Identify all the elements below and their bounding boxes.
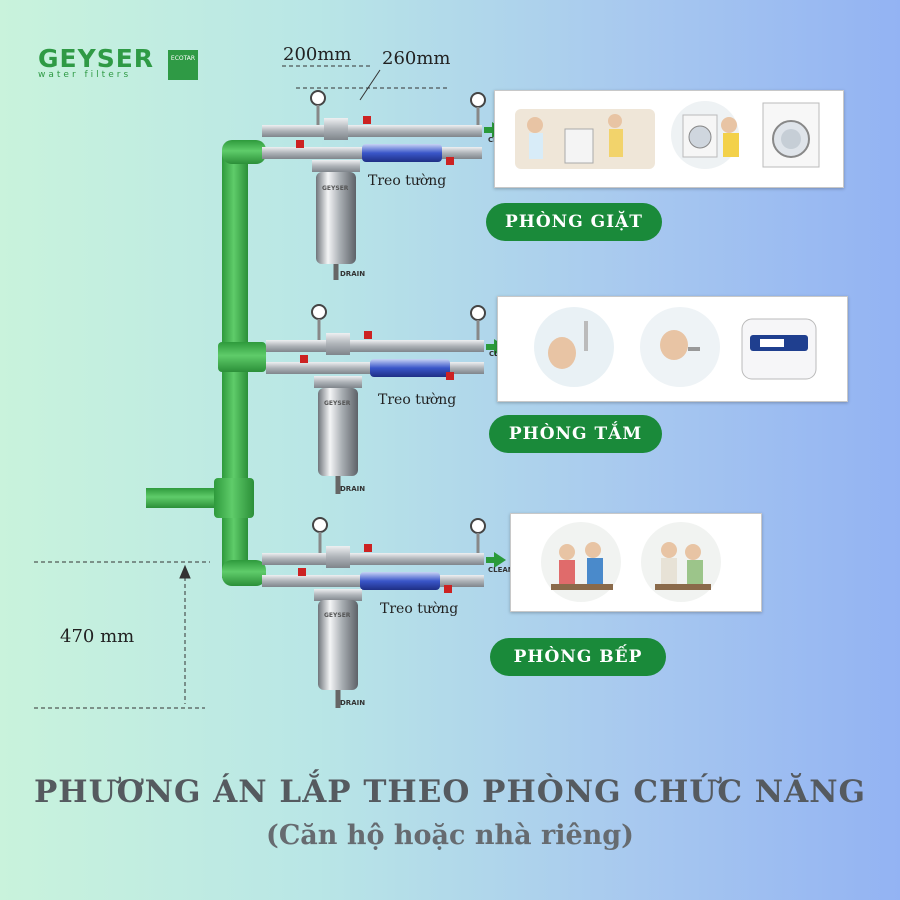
room-badge-laundry: PHÒNG GIẶT: [486, 203, 662, 241]
brand-name: GEYSER: [38, 44, 155, 73]
filter-marking: GEYSER: [324, 612, 351, 619]
drain-label: DRAIN: [340, 699, 366, 707]
room-badge-kitchen: PHÒNG BẾP: [490, 638, 666, 676]
bathroom-photo-panel: [497, 296, 848, 402]
clean-outlet-label: CLEAN: [488, 566, 514, 574]
laundry-illustrations: [515, 101, 820, 169]
dimension-guides: [34, 65, 448, 709]
kitchen-photo-panel: [510, 513, 762, 612]
room-badge-bathroom: PHÒNG TẮM: [489, 415, 662, 453]
brand-logo: GEYSER water filters: [38, 44, 154, 80]
partner-logo: ECOTAR: [168, 50, 198, 80]
dimension-height: 470 mm: [60, 626, 135, 647]
filter-marking: GEYSER: [322, 185, 349, 192]
bathroom-illustrations: [534, 307, 817, 387]
filter-unit-laundry: [262, 90, 504, 280]
dimension-width-b: 260mm: [382, 48, 451, 69]
filter-unit-kitchen: [262, 517, 506, 708]
wall-mount-label: Treo tường: [380, 601, 459, 617]
filter-marking: GEYSER: [324, 400, 351, 407]
laundry-photo-panel: [494, 90, 844, 188]
kitchen-illustrations: [541, 522, 721, 602]
green-supply-pipe: [146, 140, 266, 586]
filter-unit-bathroom: [266, 304, 506, 494]
wall-mount-label: Treo tường: [368, 173, 447, 189]
drain-label: DRAIN: [340, 270, 366, 278]
drain-label: DRAIN: [340, 485, 366, 493]
brand-tagline: water filters: [38, 70, 132, 80]
page-title: PHƯƠNG ÁN LẮP THEO PHÒNG CHỨC NĂNG: [33, 774, 867, 810]
wall-mount-label: Treo tường: [378, 392, 457, 408]
dimension-width-a: 200mm: [283, 44, 352, 65]
page-subtitle: (Căn hộ hoặc nhà riêng): [266, 820, 634, 851]
